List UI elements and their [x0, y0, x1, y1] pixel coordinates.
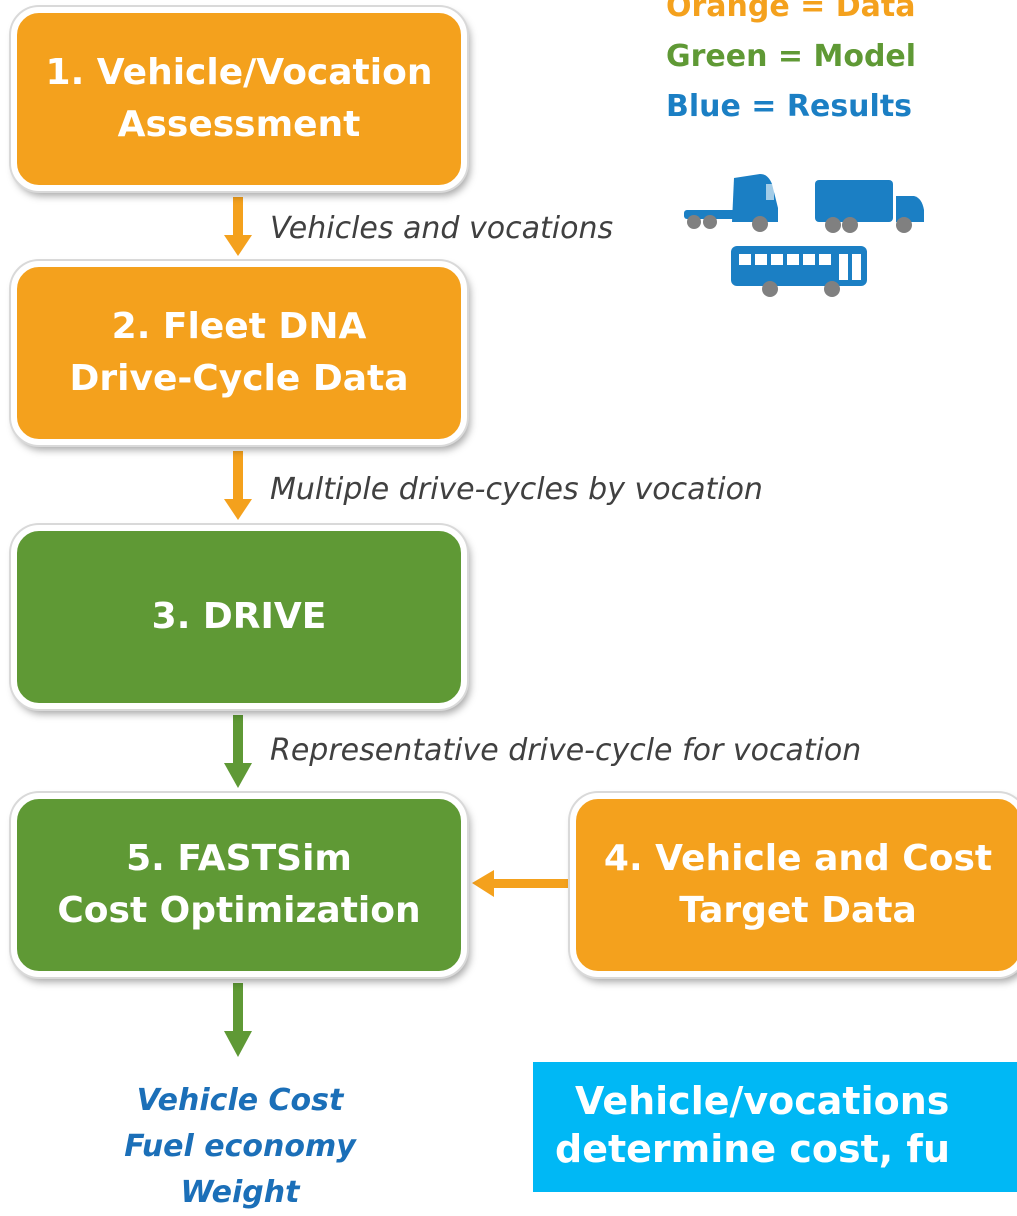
box5-line2: Cost Optimization: [57, 890, 421, 931]
arrow-label-drive-cycles: Multiple drive-cycles by vocation: [270, 472, 763, 507]
arrow-3-to-5: [224, 715, 252, 788]
result-fuel-economy: Fuel economy: [124, 1129, 356, 1164]
fleet-dna-box: 2. Fleet DNA Drive-Cycle Data: [11, 261, 467, 445]
legend-model: Green = Model: [666, 39, 917, 74]
box4-line1: 4. Vehicle and Cost: [603, 838, 993, 879]
box1-line1: 1. Vehicle/Vocation: [45, 52, 433, 93]
box2-line2: Drive-Cycle Data: [69, 358, 409, 399]
arrow-2-to-3: [224, 451, 252, 520]
banner-line1: Vehicle/vocations: [575, 1079, 950, 1123]
arrow-4-to-5: [472, 870, 572, 897]
vehicle-vocation-assessment-box: 1. Vehicle/Vocation Assessment: [11, 7, 467, 191]
vehicle-cost-target-box: 4. Vehicle and Cost Target Data: [570, 793, 1017, 977]
result-vehicle-cost: Vehicle Cost: [136, 1083, 344, 1118]
banner-line2: determine cost, fu: [555, 1127, 950, 1171]
box2-line1: 2. Fleet DNA: [111, 306, 367, 347]
arrow-1-to-2: [224, 197, 252, 256]
box-truck-icon: [815, 180, 924, 233]
drive-box: 3. DRIVE: [11, 525, 467, 709]
box4-line2: Target Data: [679, 890, 917, 931]
summary-banner: Vehicle/vocations determine cost, fu: [533, 1062, 1017, 1192]
semi-truck-icon: [684, 174, 778, 232]
legend-results: Blue = Results: [666, 89, 913, 124]
results-list: Vehicle Cost Fuel economy Weight: [120, 1078, 360, 1216]
arrow-label-representative: Representative drive-cycle for vocation: [270, 733, 862, 768]
fastsim-box: 5. FASTSim Cost Optimization: [11, 793, 467, 977]
box1-line2: Assessment: [117, 104, 361, 145]
legend-data: Orange = Data: [666, 0, 916, 24]
box5-line1: 5. FASTSim: [126, 838, 352, 879]
arrow-label-vehicles: Vehicles and vocations: [270, 211, 614, 246]
bus-icon: [731, 246, 867, 297]
box3-line1: 3. DRIVE: [151, 596, 327, 637]
result-weight: Weight: [180, 1175, 300, 1210]
arrow-5-to-results: [224, 983, 252, 1057]
